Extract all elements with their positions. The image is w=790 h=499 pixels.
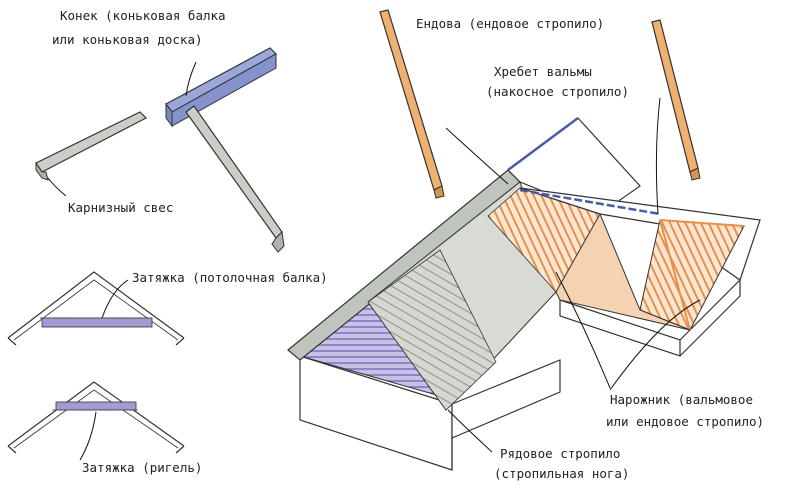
label-common-1: Рядовое стропило bbox=[500, 446, 620, 461]
label-hip-1: Хребет вальмы bbox=[494, 64, 592, 79]
ridge-board bbox=[165, 47, 277, 128]
rafter-piece bbox=[185, 105, 285, 253]
label-common-2: (стропильная нога) bbox=[494, 466, 629, 481]
valley-rafter-piece bbox=[379, 9, 445, 199]
truss-ceiling-tie bbox=[7, 271, 185, 346]
label-hip-2: (накосное стропило) bbox=[486, 84, 629, 99]
label-jack-2: или ендовое стропило) bbox=[606, 414, 764, 429]
label-tie-crossbar: Затяжка (ригель) bbox=[82, 460, 202, 475]
wing-ridge-line bbox=[519, 188, 661, 216]
label-tie-ceiling: Затяжка (потолочная балка) bbox=[132, 270, 328, 285]
wing-roof-side bbox=[555, 212, 691, 331]
building-walls bbox=[299, 278, 741, 471]
label-ridge-1: Конек (коньковая балка bbox=[60, 8, 226, 23]
label-valley: Ендова (ендовое стропило) bbox=[416, 16, 604, 31]
hip-end-rafters bbox=[639, 219, 745, 331]
eave-overhang-piece bbox=[35, 111, 148, 181]
label-eave: Карнизный свес bbox=[68, 200, 173, 215]
main-ridge-line bbox=[507, 116, 579, 172]
label-jack-1: Нарожник (вальмовое bbox=[610, 392, 753, 407]
hip-rafter-piece bbox=[651, 19, 701, 181]
label-ridge-2: или коньковая доска) bbox=[52, 32, 203, 47]
leader-lines bbox=[47, 61, 701, 461]
common-rafters-striped bbox=[367, 249, 497, 411]
truss-collar-tie bbox=[7, 381, 185, 454]
hip-rafter-line bbox=[659, 219, 691, 331]
